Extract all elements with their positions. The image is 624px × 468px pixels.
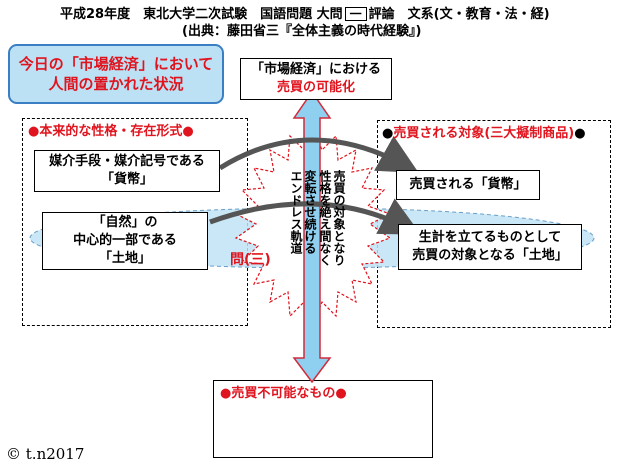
header: 平成28年度 東北大学二次試験 国語問題 大問一評論 文系(文・教育・法・経) … <box>60 6 620 40</box>
center-text-col1: 売買の対象となり <box>332 170 346 266</box>
land-intrinsic-line1: 「自然」の <box>92 215 158 230</box>
right-label-dot-right: ● <box>574 126 586 141</box>
land-traded-line1: 生計を立てるものとして <box>418 230 562 245</box>
question-label: 問(三) <box>230 252 271 268</box>
bottom-box-label: ●売買不可能なもの● <box>220 386 347 402</box>
land-intrinsic-line3: 「土地」 <box>98 251 151 266</box>
left-panel-label: ●本来的な性格・存在形式● <box>28 124 194 139</box>
land-curve-arrow <box>209 198 421 235</box>
bottom-box <box>213 380 433 458</box>
question-number-box: 一 <box>344 7 367 21</box>
top-box-line1: 「市場経済」における <box>250 62 381 77</box>
right-label-dot-left: ● <box>382 126 394 141</box>
land-traded-box: 生計を立てるものとして 売買の対象となる「土地」 <box>398 224 582 270</box>
header-subject: 評論 文系(文・教育・法・経) <box>368 7 550 22</box>
center-text-col4: エンドレス軌道 <box>289 170 303 254</box>
header-line1: 平成28年度 東北大学二次試験 国語問題 大問一評論 文系(文・教育・法・経) <box>60 6 620 23</box>
header-source: (出典：藤田省三『全体主義の時代経験』) <box>182 24 422 39</box>
land-intrinsic-line2: 中心的一部である <box>73 233 177 248</box>
title-box: 今日の「市場経済」において 人間の置かれた状況 <box>8 44 224 104</box>
title-line2: 人間の置かれた状況 <box>48 75 184 93</box>
top-box: 「市場経済」における 売買の可能化 <box>240 58 392 100</box>
center-text-col3: 変転させ続ける <box>303 170 317 254</box>
vertical-double-arrow <box>292 90 332 384</box>
money-intrinsic-line2: 「貨幣」 <box>100 172 153 187</box>
right-panel-label: ●売買される対象(三大擬制商品)● <box>382 126 586 142</box>
title-line1: 今日の「市場経済」において <box>18 55 214 73</box>
center-text-col2: 性格を絶え間なく <box>318 170 332 266</box>
money-curve-arrow <box>218 135 419 173</box>
header-exam-title: 平成28年度 東北大学二次試験 国語問題 大問 <box>60 7 343 22</box>
bottom-label-dot-left: ● <box>220 386 232 401</box>
land-intrinsic-box: 「自然」の 中心的一部である 「土地」 <box>42 212 208 270</box>
right-label-text: 売買される対象(三大擬制商品) <box>393 126 575 141</box>
money-intrinsic-line1: 媒介手段・媒介記号である <box>49 154 205 169</box>
copyright-notice: © t.n2017 <box>6 445 85 463</box>
top-box-line2: 売買の可能化 <box>276 80 355 95</box>
land-traded-line2: 売買の対象となる「土地」 <box>412 248 568 263</box>
bottom-label-dot-right: ● <box>335 386 347 401</box>
money-traded-box: 売買される「貨幣」 <box>396 170 540 200</box>
bottom-label-text: 売買不可能なもの <box>231 386 336 401</box>
money-intrinsic-box: 媒介手段・媒介記号である 「貨幣」 <box>34 150 220 192</box>
money-traded-text: 売買される「貨幣」 <box>409 177 527 192</box>
